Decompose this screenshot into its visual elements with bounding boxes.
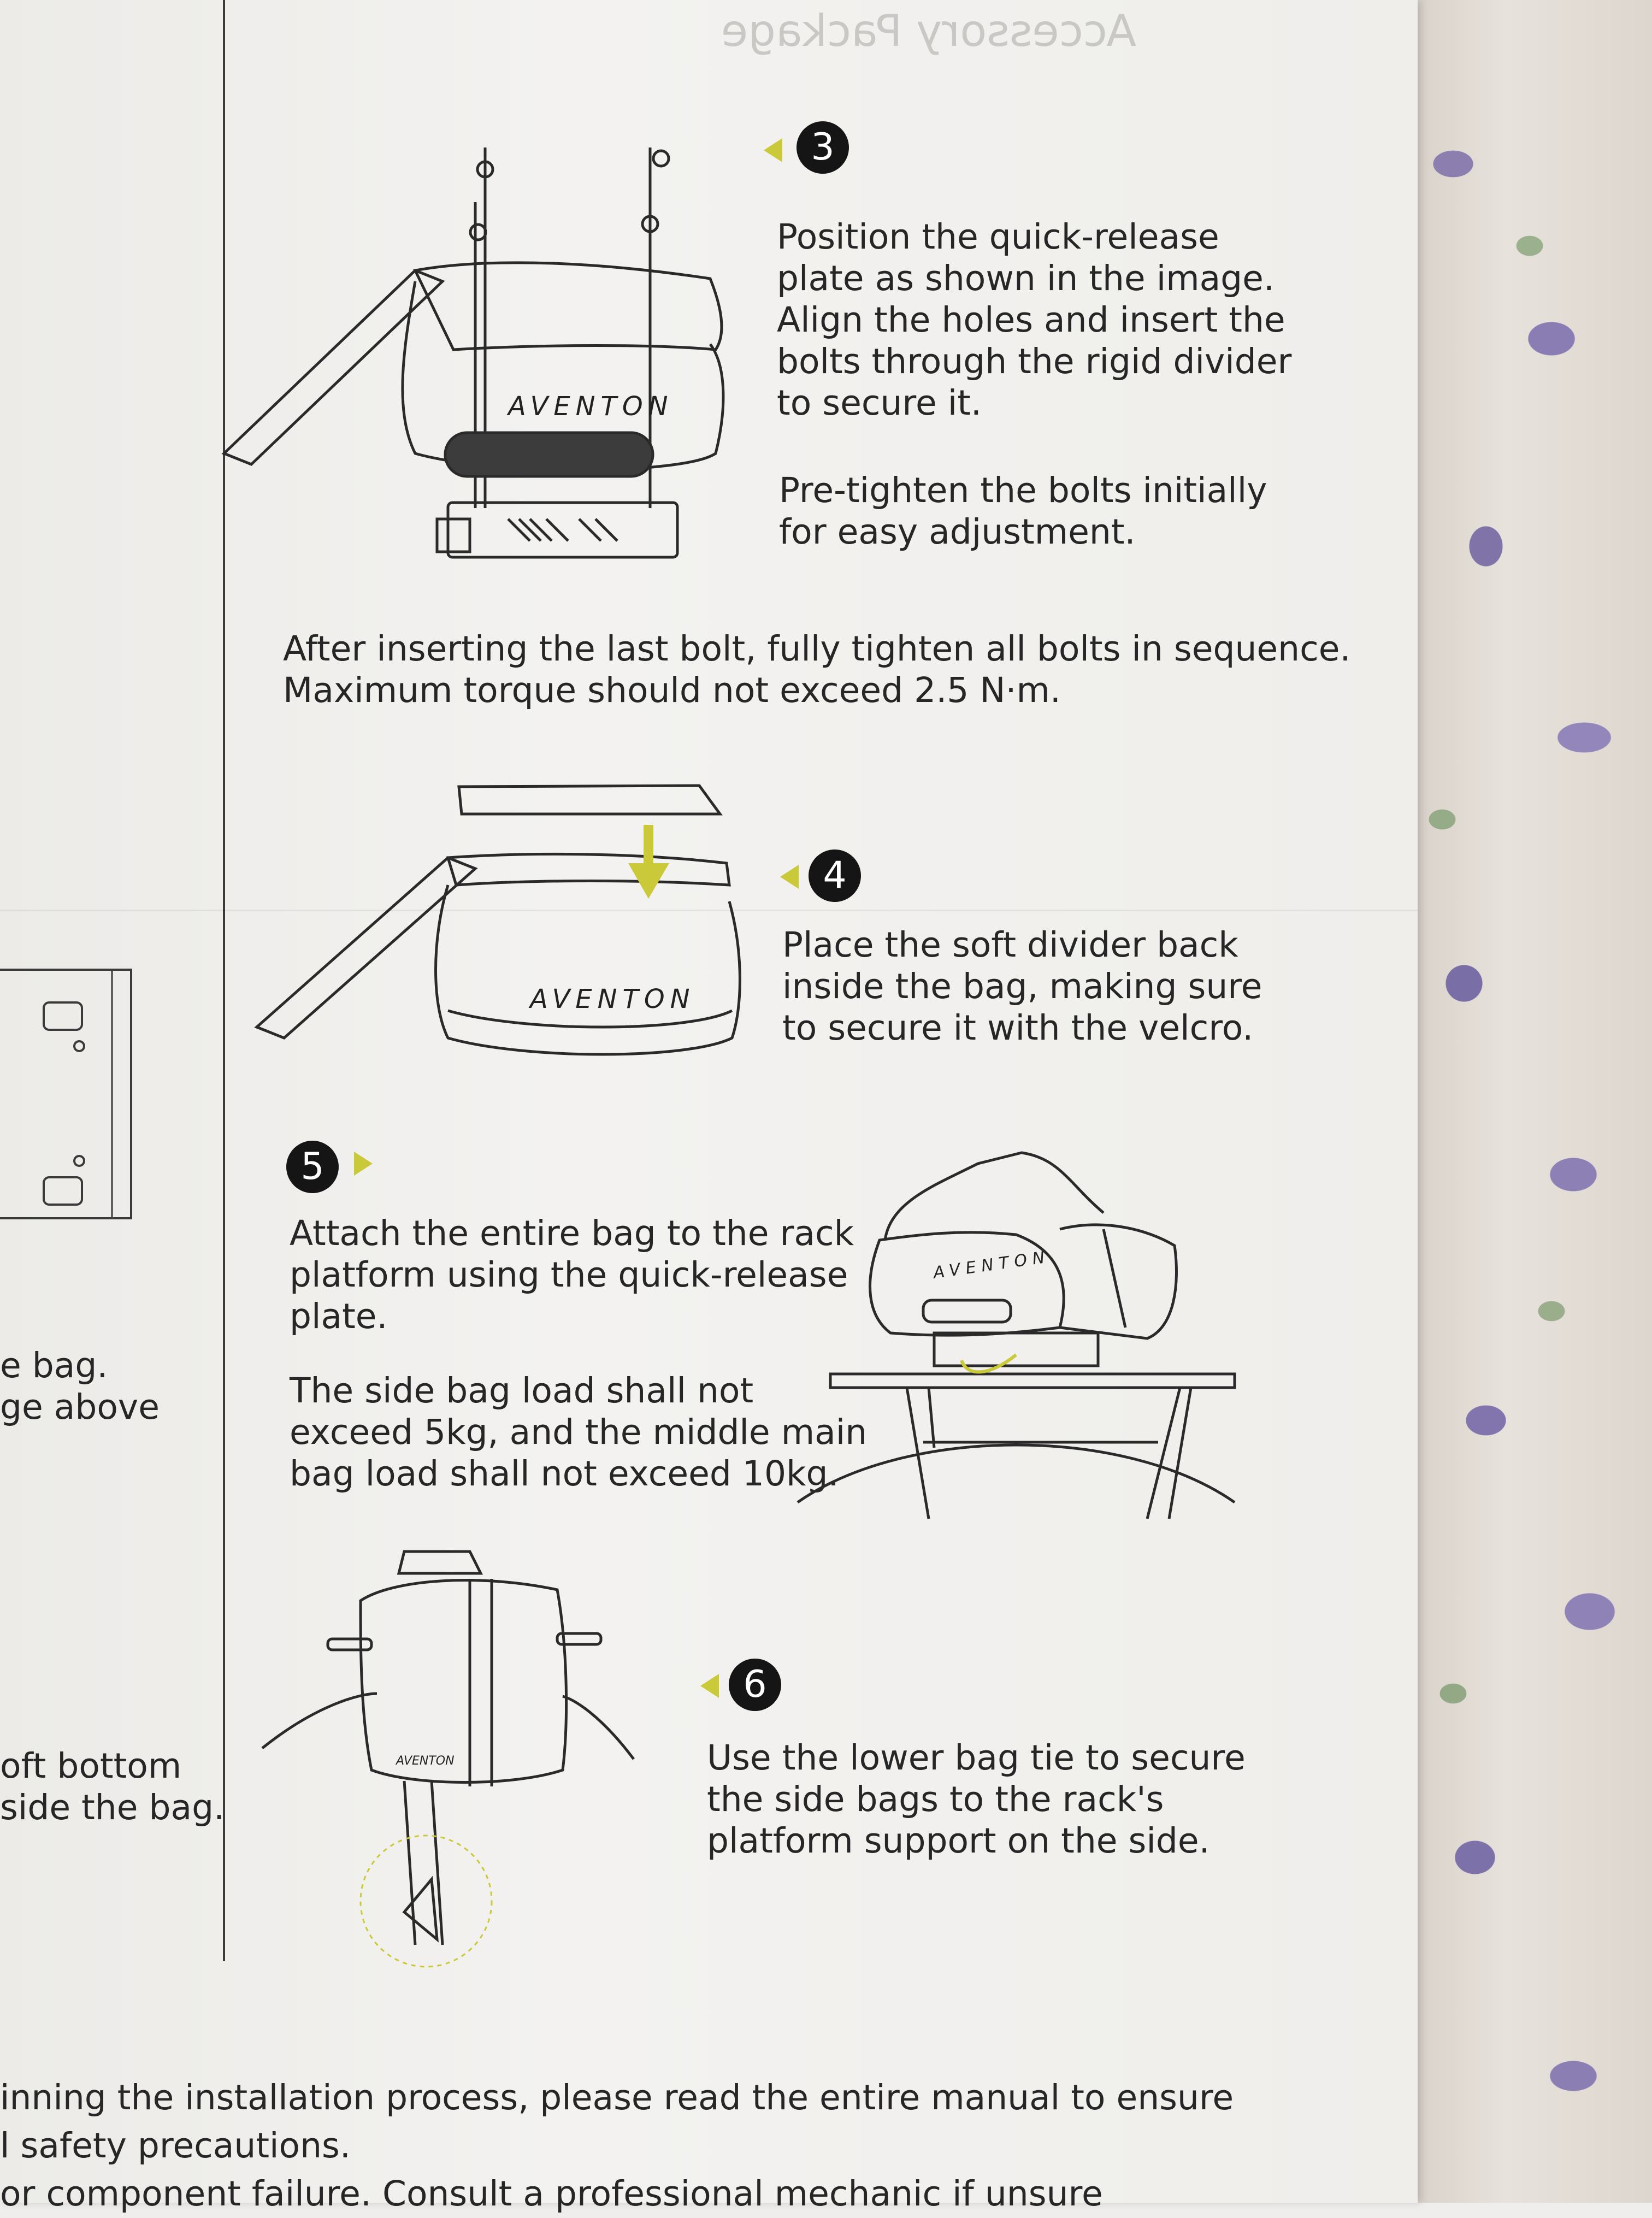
- step-3-arrow: [764, 138, 782, 162]
- step-6-illustration: AVENTON: [261, 1550, 635, 1968]
- step-6-instruction: Use the lower bag tie to secure the side…: [707, 1738, 1246, 1861]
- step-3-note: Pre-tighten the bolts initially for easy…: [779, 470, 1267, 552]
- step-4-brand-label: AVENTON: [528, 984, 695, 1014]
- step-4-arrow: [780, 865, 799, 889]
- paper-crease: [0, 910, 1418, 911]
- left-panel-partial-diagram: [0, 969, 132, 1219]
- instruction-sheet: Accessory Package e bag. ge above oft bo…: [0, 0, 1418, 2214]
- step-5-arrow: [354, 1152, 373, 1176]
- step-3-illustration: AVENTON: [221, 148, 725, 559]
- floral-fabric-background: [1409, 0, 1652, 2203]
- torque-note: After inserting the last bolt, fully tig…: [283, 629, 1351, 710]
- installation-notice: inning the installation process, please …: [0, 2078, 1234, 2214]
- left-fragment-2: oft bottom side the bag.: [0, 1746, 225, 1827]
- page-fold-line: [223, 0, 225, 1961]
- step-3-badge: 3: [796, 121, 849, 174]
- step-5-badge: 5: [286, 1141, 339, 1193]
- left-fragment-1: e bag. ge above: [0, 1346, 160, 1427]
- step-4-instruction: Place the soft divider back inside the b…: [782, 925, 1262, 1048]
- step-6-badge: 6: [729, 1659, 781, 1711]
- step-5-load-note: The side bag load shall not exceed 5kg, …: [290, 1371, 868, 1494]
- step-4-illustration: AVENTON: [254, 784, 741, 1056]
- step-4-badge: 4: [809, 850, 861, 902]
- mirrored-header-bleedthrough: Accessory Package: [721, 5, 1137, 56]
- step-5-illustration: AVENTON: [796, 1151, 1236, 1519]
- step-6-arrow: [700, 1674, 719, 1698]
- step-5-brand-label: AVENTON: [931, 1247, 1051, 1283]
- step-3-instruction: Position the quick-release plate as show…: [777, 217, 1292, 423]
- step-5-instruction: Attach the entire bag to the rack platfo…: [290, 1213, 854, 1336]
- step-3-brand-label: AVENTON: [506, 391, 674, 422]
- step-6-brand-label: AVENTON: [395, 1754, 455, 1768]
